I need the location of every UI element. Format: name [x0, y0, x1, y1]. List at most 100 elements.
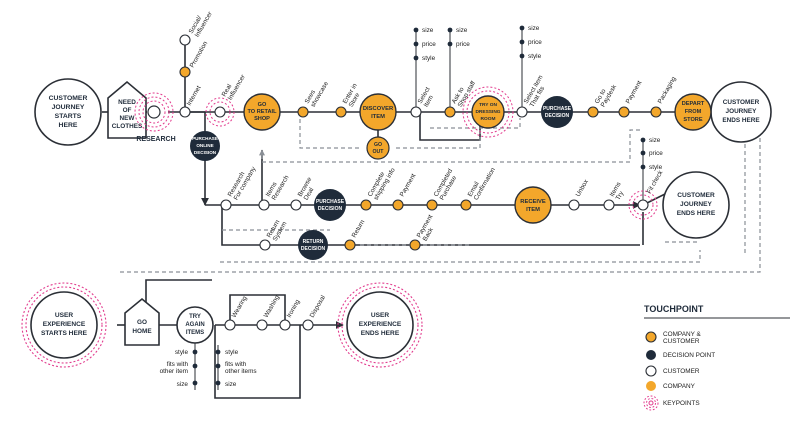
- dot-research-company: [220, 199, 232, 211]
- hub-text-1: EXPERIENCE: [359, 321, 402, 328]
- hub-text-1: EXPERIENCE: [43, 321, 86, 328]
- label-return: Return: [351, 219, 367, 239]
- node-text-0: DISCOVER: [363, 106, 394, 112]
- dot-ask: [444, 106, 456, 118]
- hub-ux-end: USER EXPERIENCE ENDS HERE: [337, 282, 423, 368]
- house-text-0: NEED: [118, 99, 136, 106]
- dot-try-items: [603, 199, 615, 211]
- attributes-select: size price style: [413, 27, 436, 62]
- dash-bottom-row: [120, 130, 761, 273]
- label-washing: Washing: [263, 294, 282, 319]
- attr-price: price: [422, 41, 436, 48]
- house-text-3: CLOTHES: [112, 123, 143, 130]
- node-purchase-decision-mid: PURCHASE DECISION: [314, 189, 346, 221]
- label-sees: Seesshowcase: [304, 77, 331, 109]
- dot-browse: [290, 199, 302, 211]
- node-return-decision: RETURN DECISION: [298, 230, 328, 260]
- label-social: Social/Influencer: [188, 6, 215, 38]
- attr-style: style: [649, 164, 663, 171]
- node-text-1: DRESSING: [475, 109, 500, 115]
- dot-wearing: [224, 319, 236, 331]
- line-use-loop-bottom: [214, 325, 301, 399]
- node-try-on-dressing-room: TRY ON DRESSING ROOM: [462, 86, 514, 138]
- node-text-2: SHOP: [254, 116, 270, 122]
- hub-text-0: CUSTOMER: [677, 192, 715, 199]
- dot-selectfits: [516, 106, 528, 118]
- dot-enter: [335, 106, 347, 118]
- label-promotion: Promotion: [189, 40, 210, 69]
- node-research: RESEARCH: [134, 92, 176, 143]
- node-purchase-decision-top: PURCHASE DECISION: [541, 96, 573, 128]
- dash-top-return: [259, 129, 640, 163]
- house-need-new-clothes: NEED OF NEW CLOTHES: [107, 80, 147, 139]
- legend-item-customer: CUSTOMER: [645, 365, 700, 377]
- dot-items-research: [258, 199, 270, 211]
- line-use-loop-top: [229, 294, 286, 325]
- legend-label: DECISION POINT: [663, 352, 715, 359]
- label-payment-back: PaymentBack: [416, 213, 441, 242]
- label-internet: Internet: [186, 85, 203, 107]
- dot-packaging: [650, 106, 662, 118]
- dot-real-ring2: [209, 101, 231, 123]
- dot-social: [179, 34, 191, 46]
- hub-text-0: CUSTOMER: [49, 95, 88, 102]
- node-text-0: RETURN: [303, 239, 324, 245]
- label-return-system: ReturnSystem: [266, 217, 289, 242]
- node-text-1: TO RETAIL: [247, 109, 277, 115]
- dot-real-ring3: [205, 97, 235, 127]
- attributes-select-fits: size price style: [519, 25, 542, 60]
- label-select: SelectItem: [417, 86, 438, 109]
- dot-sees: [297, 106, 309, 118]
- label-complete-ship: Completeshipping info: [367, 163, 397, 201]
- hub-text-2: ENDS HERE: [677, 210, 716, 217]
- legend-item-keypoints: KEYPOINTS: [643, 395, 700, 411]
- dash-goout-loop: [299, 112, 360, 149]
- hub-text-0: USER: [55, 312, 74, 319]
- label-ironing: Ironing: [286, 298, 302, 319]
- legend-label: CUSTOMER: [663, 338, 700, 345]
- legend-item-company: COMPANY: [646, 381, 696, 391]
- house-go-home: GO HOME: [124, 297, 160, 346]
- node-text-0: GO: [258, 102, 267, 108]
- hub-text-2: STARTS: [55, 113, 82, 120]
- dot-return-system: [259, 239, 271, 251]
- dot-real: [214, 106, 226, 118]
- node-go-out: GO OUT: [366, 136, 390, 160]
- attr-size: size: [528, 25, 540, 32]
- hub-journey-end-top: CUSTOMER JOURNEY ENDS HERE: [710, 81, 772, 143]
- hub-text-1: JOURNEY: [680, 201, 712, 208]
- hub-ux-start: USER EXPERIENCE STARTS HERE: [21, 282, 107, 368]
- hub-text-0: USER: [371, 312, 390, 319]
- hub-text-2: ENDS HERE: [361, 330, 400, 337]
- node-depart-from-store: DEPART FROM STORE: [674, 93, 712, 131]
- node-text-1: DECISION: [318, 206, 343, 212]
- hub-text-2: STARTS HERE: [41, 330, 88, 337]
- dashed-lines: [120, 112, 761, 273]
- attr-size: size: [422, 27, 434, 34]
- line-return-branch: [221, 205, 640, 246]
- label-goto: Go toPaydesk: [594, 80, 619, 109]
- node-text-0: PURCHASE: [543, 106, 572, 112]
- label-payment-top: Payment: [625, 79, 644, 105]
- dot-ironing: [279, 319, 291, 331]
- legend-label: KEYPOINTS: [663, 400, 700, 407]
- hub-text-0: CUSTOMER: [723, 99, 760, 106]
- node-text-1: ITEM: [371, 114, 385, 120]
- attr-style: style: [175, 349, 189, 356]
- node-text-2: ITEMS: [186, 330, 204, 336]
- label-real: RealInfluencer: [221, 69, 248, 101]
- dot-select: [410, 106, 422, 118]
- node-text-0: DEPART: [682, 101, 705, 107]
- node-text-1: OUT: [373, 149, 385, 155]
- legend-label: COMPANY: [663, 383, 696, 390]
- dot-email: [460, 199, 472, 211]
- node-receive-item: RECEIVE ITEM: [514, 186, 552, 224]
- label-packaging: Packaging: [657, 75, 678, 105]
- label-unbox: Unbox: [575, 178, 591, 198]
- attr-style: style: [422, 55, 436, 62]
- attr-style: style: [225, 349, 239, 356]
